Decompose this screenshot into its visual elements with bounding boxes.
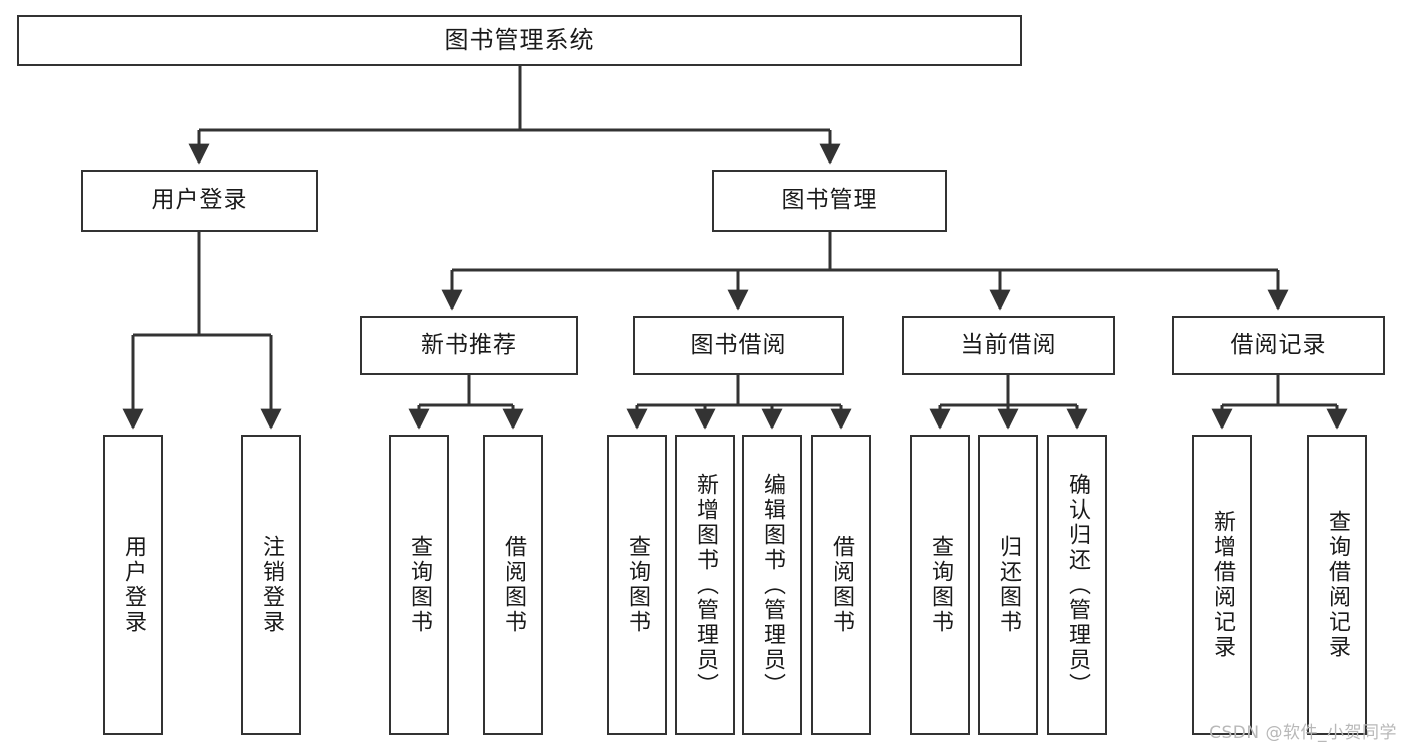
node-new-book-recommend[interactable]: 新书推荐 xyxy=(360,316,578,375)
node-leaf-add-book-admin[interactable]: 新增图书（管理员） xyxy=(675,435,735,735)
leaf-label: 查询图书 xyxy=(407,535,432,635)
node-current-borrow[interactable]: 当前借阅 xyxy=(902,316,1115,375)
node-root-system[interactable]: 图书管理系统 xyxy=(17,15,1022,66)
node-leaf-return-book[interactable]: 归还图书 xyxy=(978,435,1038,735)
leaf-label: 查询图书 xyxy=(625,535,650,635)
node-leaf-query-book-1[interactable]: 查询图书 xyxy=(389,435,449,735)
node-leaf-add-borrow-record[interactable]: 新增借阅记录 xyxy=(1192,435,1252,735)
node-leaf-confirm-return-admin[interactable]: 确认归还（管理员） xyxy=(1047,435,1107,735)
node-leaf-user-login[interactable]: 用户登录 xyxy=(103,435,163,735)
watermark-text: CSDN @软件_小贺同学 xyxy=(1209,723,1397,743)
node-leaf-logout-login[interactable]: 注销登录 xyxy=(241,435,301,735)
leaf-label: 新增图书（管理员） xyxy=(693,472,718,698)
node-leaf-borrow-book-2[interactable]: 借阅图书 xyxy=(811,435,871,735)
leaf-label: 查询借阅记录 xyxy=(1325,510,1350,660)
leaf-label: 查询图书 xyxy=(928,535,953,635)
leaf-label: 编辑图书（管理员） xyxy=(760,472,785,698)
node-leaf-borrow-book-1[interactable]: 借阅图书 xyxy=(483,435,543,735)
node-borrow-record[interactable]: 借阅记录 xyxy=(1172,316,1385,375)
leaf-label: 新增借阅记录 xyxy=(1210,510,1235,660)
node-leaf-query-borrow-record[interactable]: 查询借阅记录 xyxy=(1307,435,1367,735)
node-book-management[interactable]: 图书管理 xyxy=(712,170,947,232)
leaf-label: 用户登录 xyxy=(121,535,146,635)
node-leaf-edit-book-admin[interactable]: 编辑图书（管理员） xyxy=(742,435,802,735)
leaf-label: 归还图书 xyxy=(996,535,1021,635)
node-leaf-query-book-2[interactable]: 查询图书 xyxy=(607,435,667,735)
leaf-label: 注销登录 xyxy=(259,535,284,635)
leaf-label: 借阅图书 xyxy=(501,535,526,635)
node-user-login[interactable]: 用户登录 xyxy=(81,170,318,232)
leaf-label: 借阅图书 xyxy=(829,535,854,635)
leaf-label: 确认归还（管理员） xyxy=(1065,472,1090,698)
node-book-borrow[interactable]: 图书借阅 xyxy=(633,316,844,375)
node-leaf-query-book-3[interactable]: 查询图书 xyxy=(910,435,970,735)
